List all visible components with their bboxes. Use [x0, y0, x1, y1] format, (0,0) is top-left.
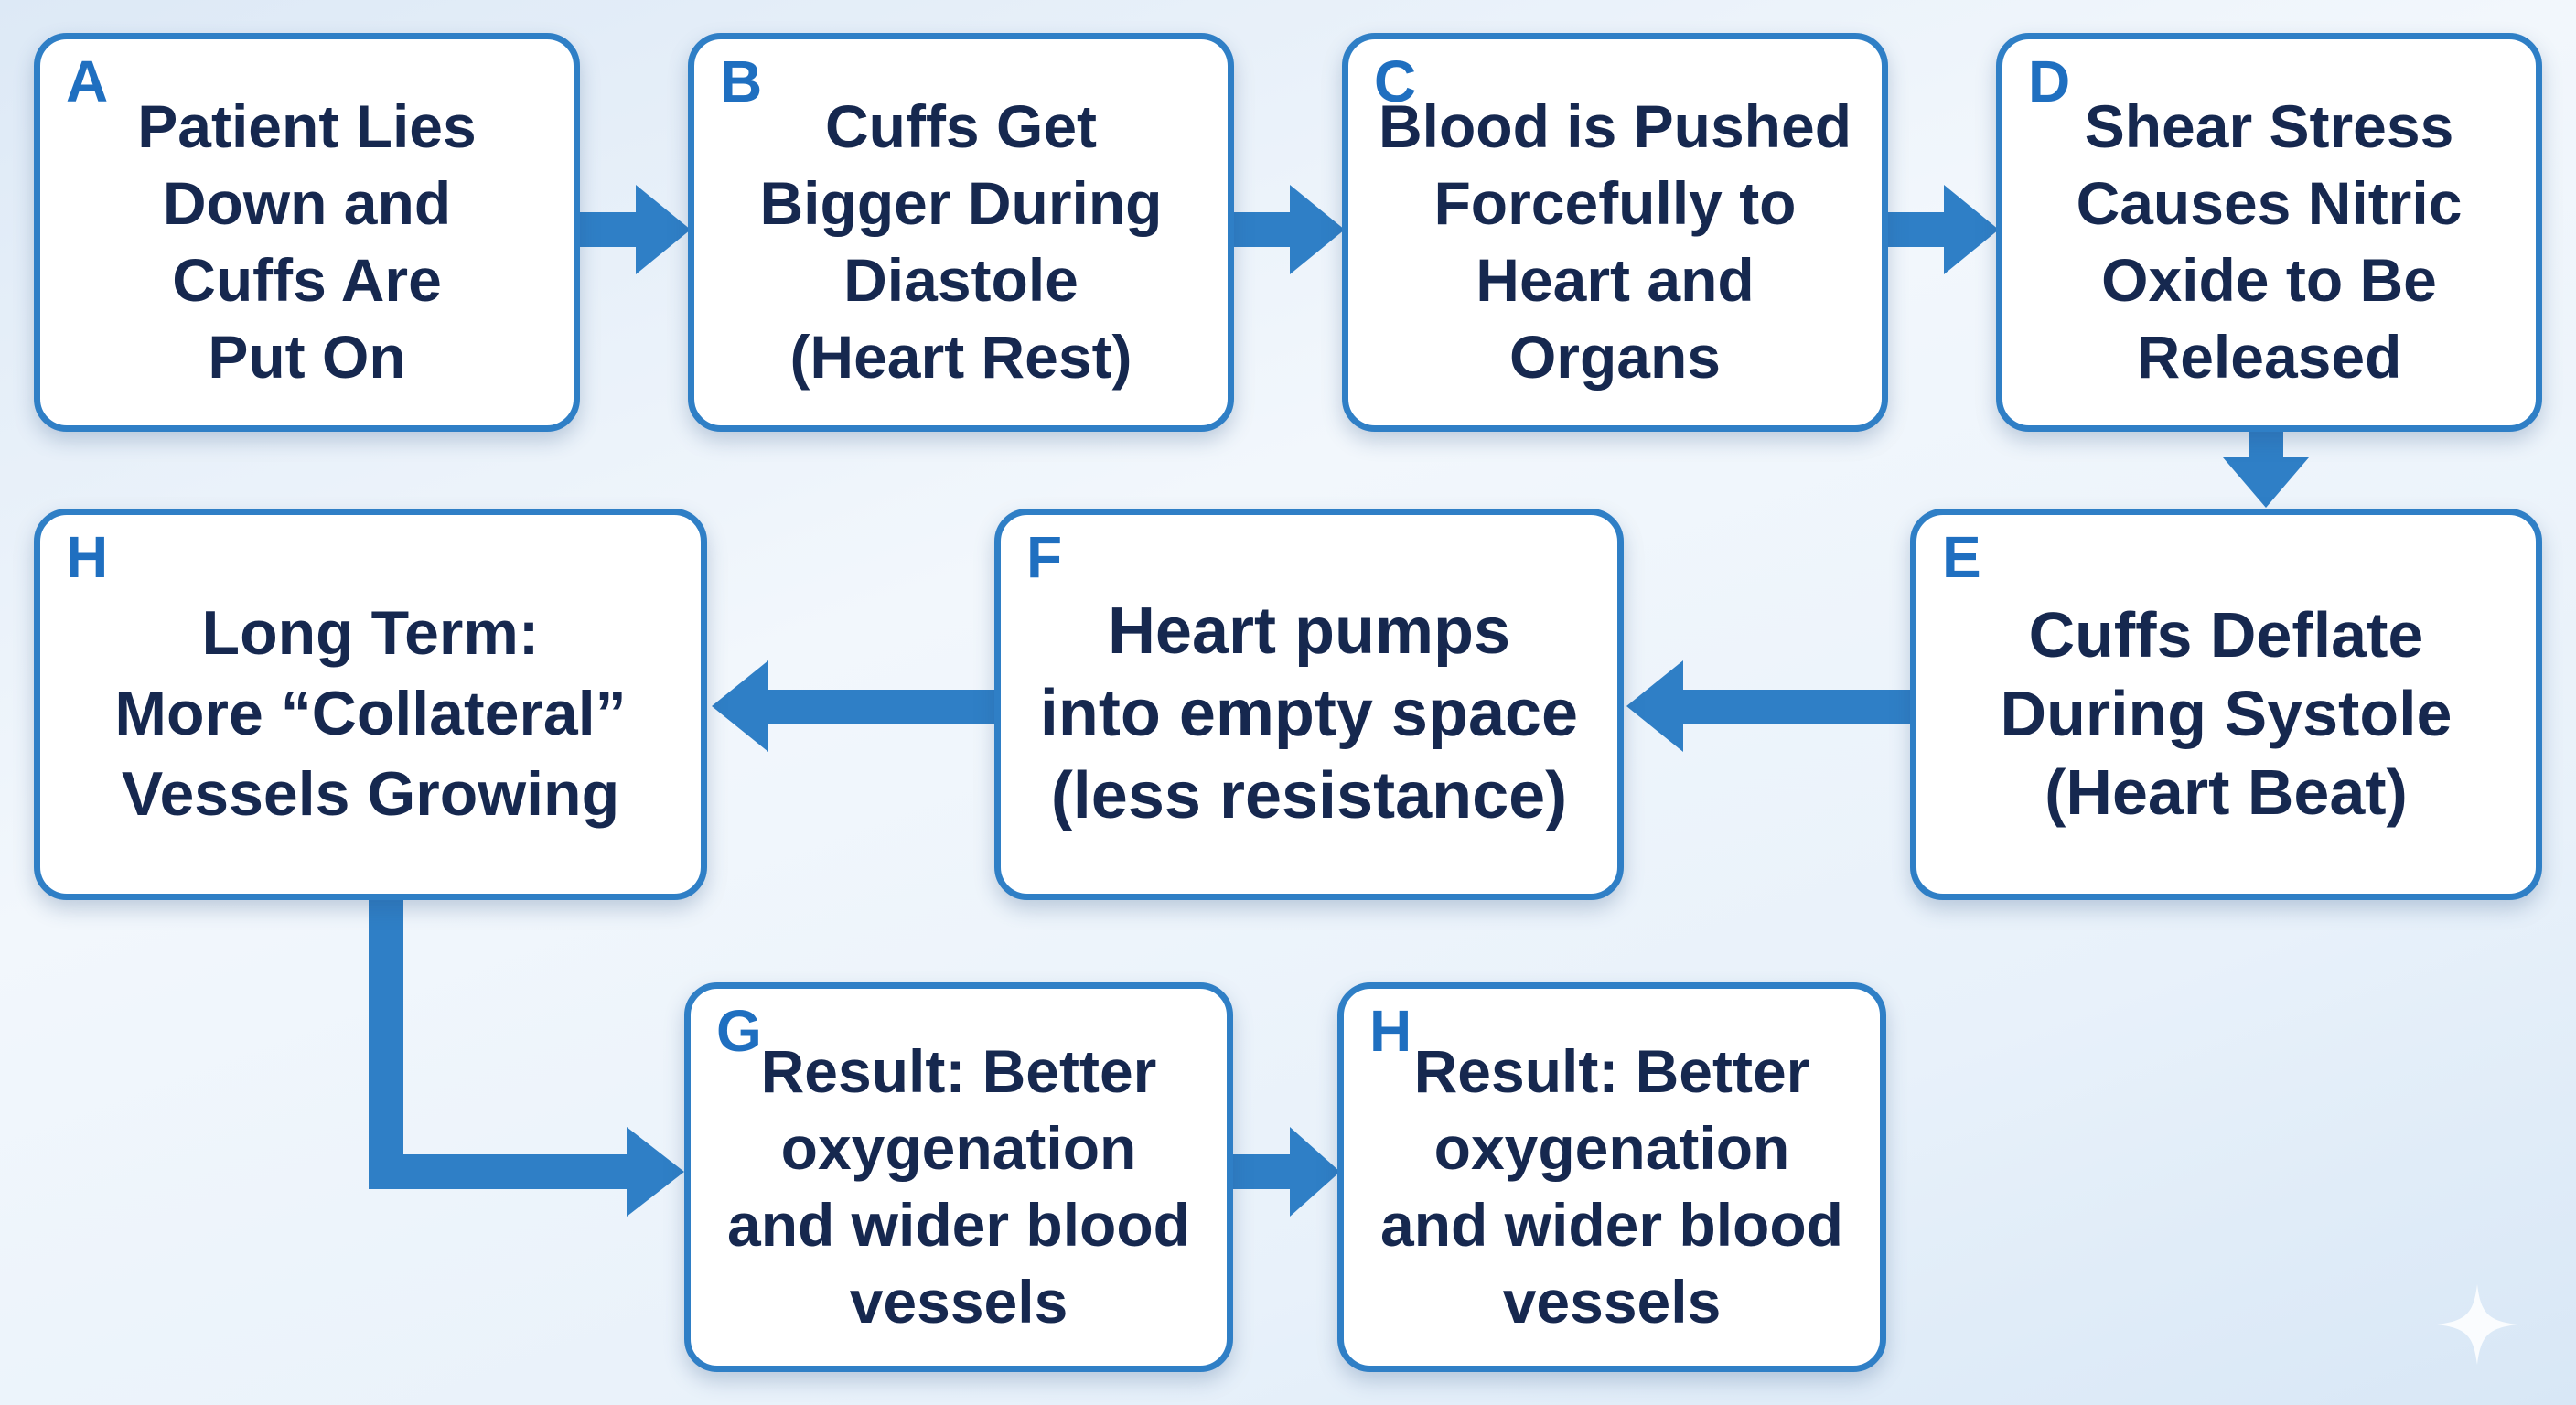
step-letter: B [720, 48, 763, 114]
step-letter: F [1026, 524, 1063, 590]
step-letter: A [66, 48, 109, 114]
step-letter: G [716, 998, 762, 1064]
step-b-box: B Cuffs Get Bigger During Diastole (Hear… [688, 33, 1234, 432]
step-h-result-box: H Result: Better oxygenation and wider b… [1337, 982, 1886, 1372]
step-c-box: C Blood is Pushed Forcefully to Heart an… [1342, 33, 1888, 432]
step-text: Result: Better oxygenation and wider blo… [727, 1037, 1190, 1335]
step-text: Blood is Pushed Forcefully to Heart and … [1378, 92, 1852, 391]
step-text: Cuffs Deflate During Systole (Heart Beat… [2000, 599, 2453, 828]
step-a-box: A Patient Lies Down and Cuffs Are Put On [34, 33, 580, 432]
step-text: Cuffs Get Bigger During Diastole (Heart … [759, 92, 1163, 391]
step-text: Shear Stress Causes Nitric Oxide to Be R… [2076, 92, 2463, 391]
step-letter: C [1374, 48, 1417, 114]
step-d-box: D Shear Stress Causes Nitric Oxide to Be… [1996, 33, 2542, 432]
step-letter: H [66, 524, 109, 590]
arrow-a-to-b [576, 185, 691, 274]
arrow-b-to-c [1230, 185, 1345, 274]
sparkle-icon [2437, 1284, 2517, 1365]
arrow-g-to-h2 [1230, 1127, 1340, 1217]
step-text: Patient Lies Down and Cuffs Are Put On [137, 92, 477, 391]
step-f-box: F Heart pumps into empty space (less res… [994, 509, 1624, 900]
step-text: Result: Better oxygenation and wider blo… [1380, 1037, 1843, 1335]
arrow-d-to-e [2223, 430, 2309, 508]
arrow-h-to-g [369, 896, 684, 1217]
step-text: Long Term: More “Collateral” Vessels Gro… [114, 598, 627, 829]
step-g-box: G Result: Better oxygenation and wider b… [684, 982, 1233, 1372]
arrow-f-to-h [712, 660, 997, 752]
step-letter: D [2028, 48, 2071, 114]
step-letter: H [1369, 998, 1412, 1064]
arrow-e-to-f [1626, 660, 1916, 752]
step-letter: E [1942, 524, 1981, 590]
step-e-box: E Cuffs Deflate During Systole (Heart Be… [1910, 509, 2542, 900]
step-h-long-term-box: H Long Term: More “Collateral” Vessels G… [34, 509, 707, 900]
arrow-c-to-d [1884, 185, 1999, 274]
step-text: Heart pumps into empty space (less resis… [1039, 595, 1579, 832]
